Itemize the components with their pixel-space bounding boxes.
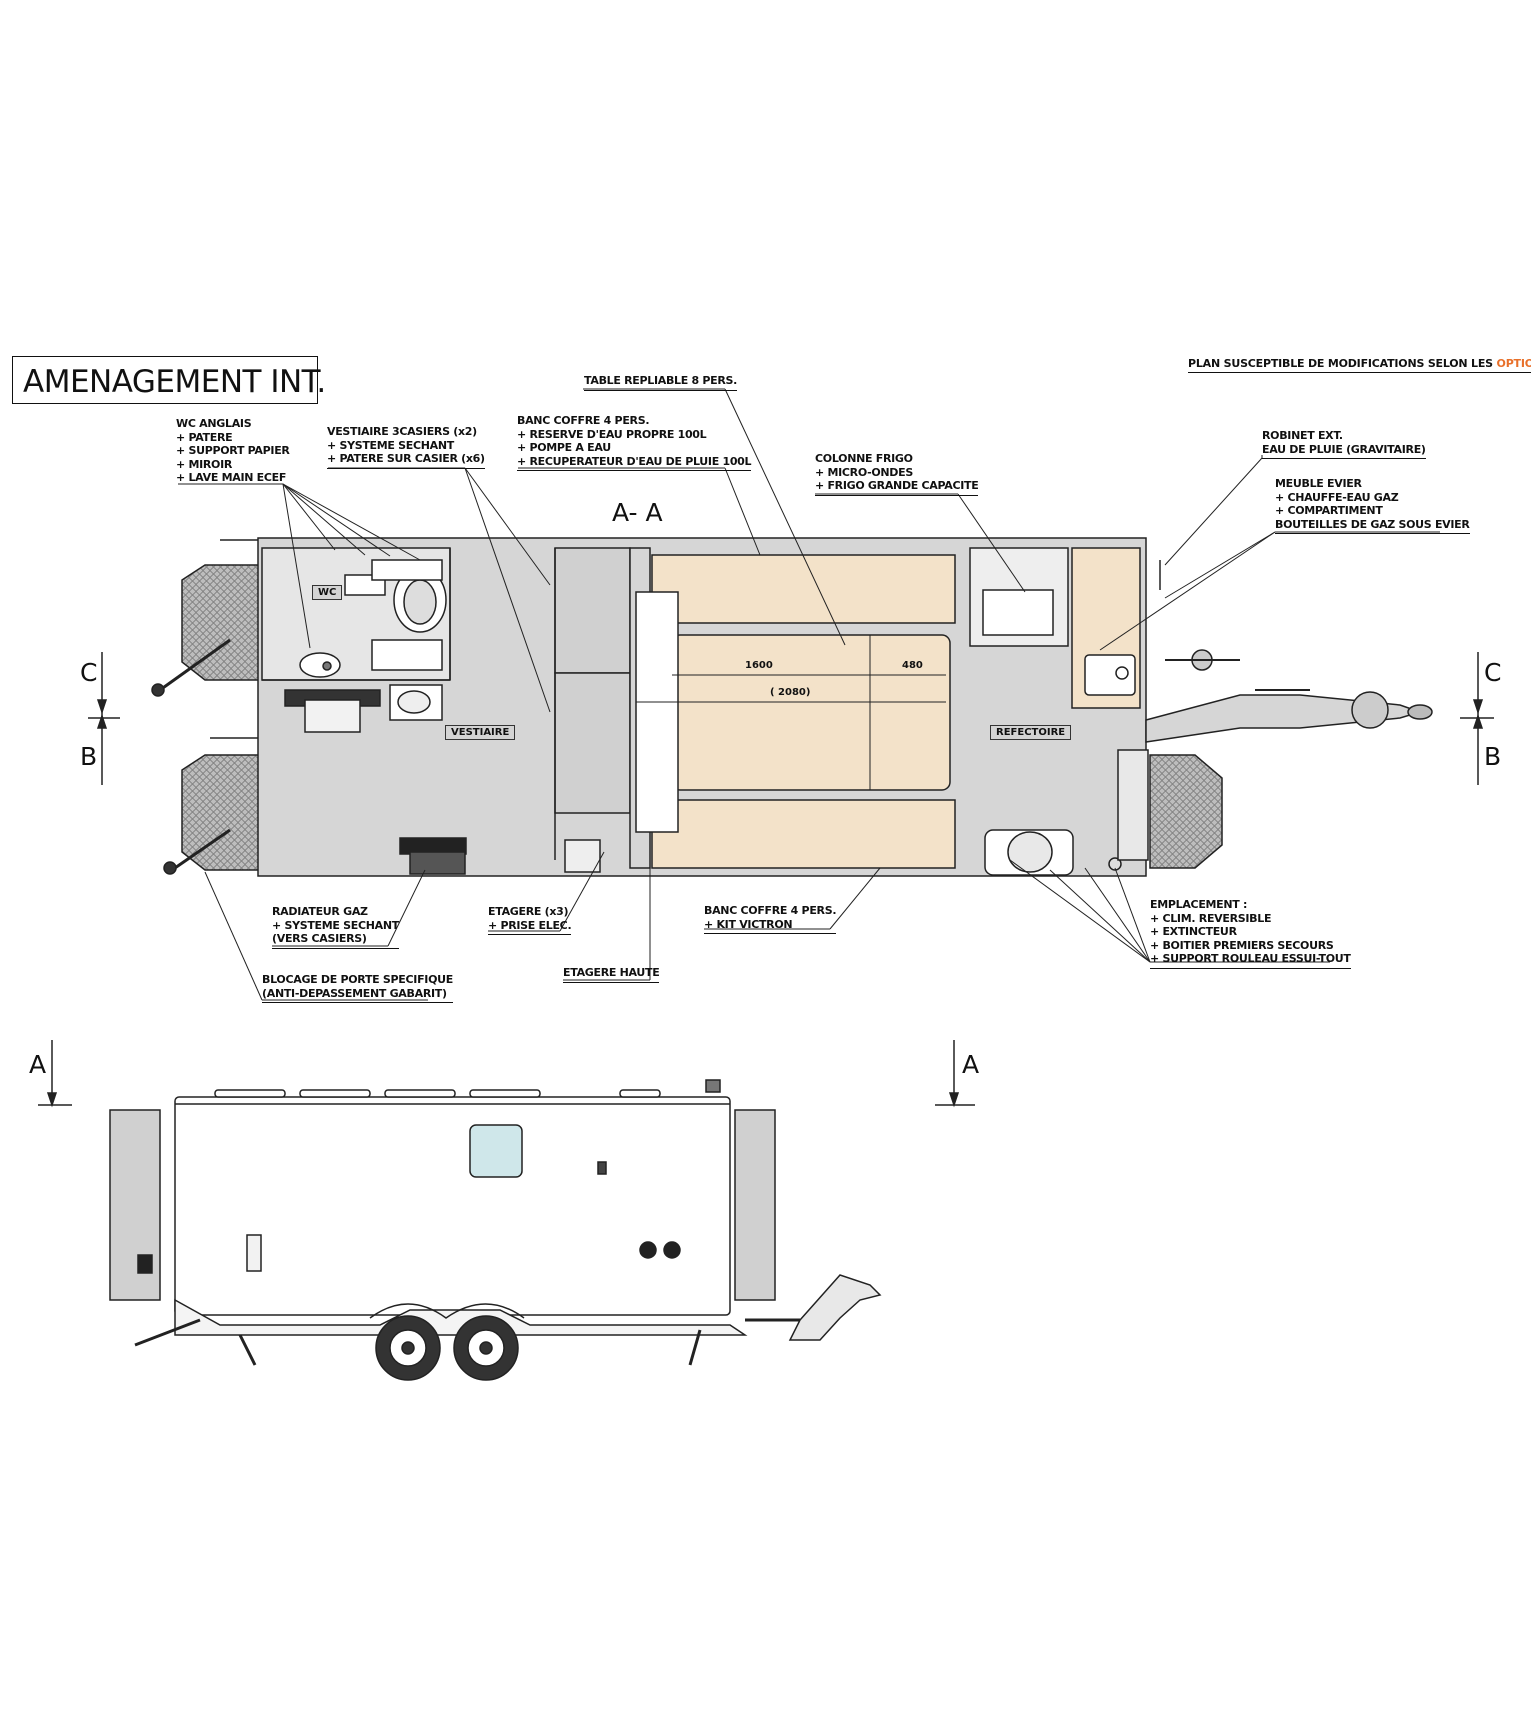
dimension-480: 480 — [902, 660, 923, 671]
annotation-colonne-frigo: COLONNE FRIGO + MICRO-ONDES + FRIGO GRAN… — [815, 452, 979, 496]
page-title: AMENAGEMENT INT. — [12, 356, 326, 404]
rear-fender-top — [181, 564, 263, 681]
bench-bottom — [651, 799, 956, 869]
dimension-2080: ( 2080) — [770, 687, 811, 698]
annotation-blocage: BLOCAGE DE PORTE SPECIFIQUE (ANTI-DEPASS… — [262, 973, 453, 1003]
bench-top — [651, 554, 956, 624]
plan-view — [151, 537, 1433, 877]
annotation-meuble-evier: MEUBLE EVIER + CHAUFFE-EAU GAZ + COMPART… — [1275, 477, 1470, 534]
section-marker-b-right: B — [1484, 742, 1502, 771]
room-label-wc: WC — [312, 585, 343, 600]
side-elevation — [109, 1079, 882, 1381]
section-marker-c-right: C — [1484, 658, 1502, 687]
notice-text: PLAN SUSCEPTIBLE DE MODIFICATIONS SELON … — [1188, 357, 1497, 370]
section-marker-c-left: C — [80, 658, 98, 687]
annotation-vestiaire: VESTIAIRE 3CASIERS (x2) + SYSTEME SECHAN… — [327, 425, 485, 469]
annotation-banc-coffre-top: BANC COFFRE 4 PERS. + RESERVE D'EAU PROP… — [517, 414, 752, 471]
section-marker-a-left: A — [29, 1050, 47, 1079]
folding-table — [671, 634, 951, 791]
section-marker-b-left: B — [80, 742, 98, 771]
elevation-body — [174, 1096, 731, 1316]
annotation-table: TABLE REPLIABLE 8 PERS. — [584, 374, 737, 391]
annotation-robinet: ROBINET EXT. EAU DE PLUIE (GRAVITAIRE) — [1262, 429, 1426, 459]
annotation-etagere-haute: ETAGERE HAUTE — [563, 966, 660, 983]
modification-notice: PLAN SUSCEPTIBLE DE MODIFICATIONS SELON … — [1188, 357, 1531, 373]
rear-fender-bottom — [181, 754, 263, 871]
elevation-window — [469, 1124, 523, 1178]
annotation-banc-coffre-bottom: BANC COFFRE 4 PERS. + KIT VICTRON — [704, 904, 837, 934]
annotation-etagere: ETAGERE (x3) + PRISE ELEC. — [488, 905, 572, 935]
room-label-refectoire: REFECTOIRE — [990, 725, 1072, 740]
lockers — [554, 547, 631, 674]
section-marker-a-right: A — [962, 1050, 980, 1079]
dimension-1600: 1600 — [745, 660, 773, 671]
section-label-aa: A- A — [612, 498, 663, 527]
annotation-radiateur: RADIATEUR GAZ + SYSTEME SECHANT (VERS CA… — [272, 905, 399, 949]
room-label-vestiaire: VESTIAIRE — [445, 725, 516, 740]
annotation-emplacement: EMPLACEMENT : + CLIM. REVERSIBLE + EXTIN… — [1150, 898, 1351, 969]
front-fender — [1149, 754, 1223, 869]
notice-options-highlight: OPTIONS — [1496, 357, 1531, 370]
annotation-wc-anglais: WC ANGLAIS + PATERE + SUPPORT PAPIER + M… — [176, 417, 290, 484]
